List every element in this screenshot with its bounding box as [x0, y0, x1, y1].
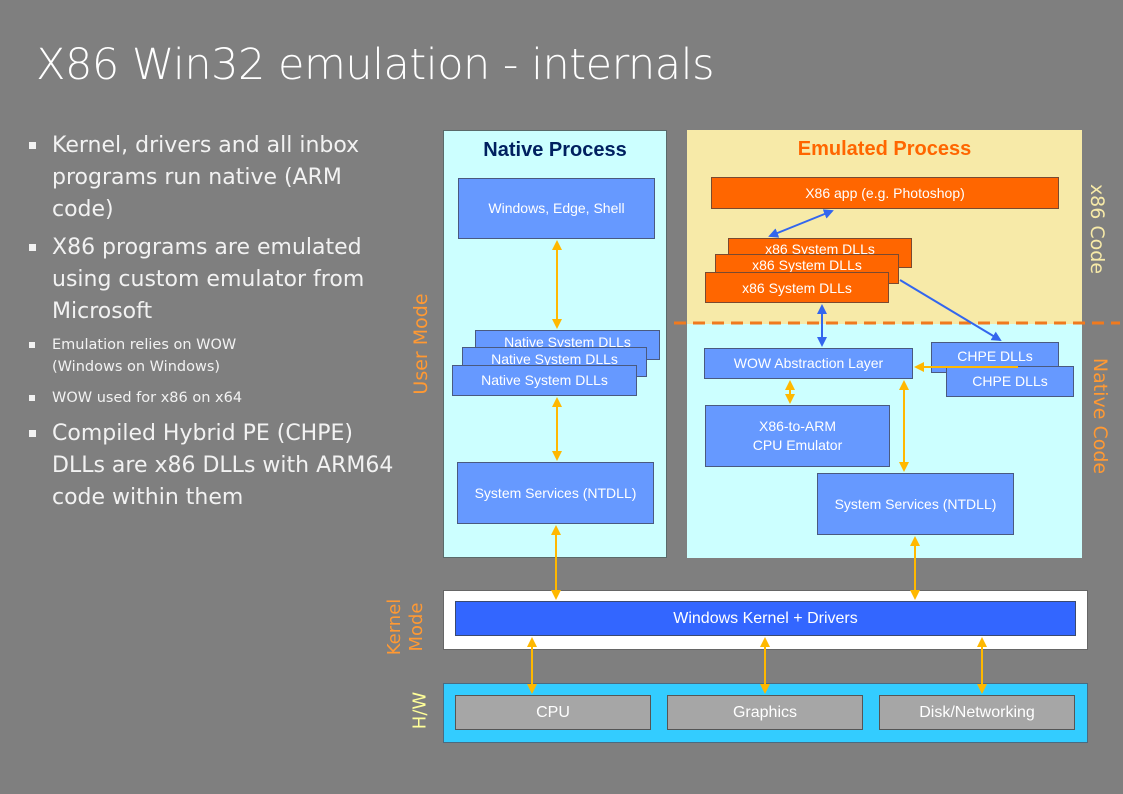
bullet-item: Kernel, drivers and all inbox programs r…	[24, 130, 394, 226]
wow-abstraction-layer-box: WOW Abstraction Layer	[704, 348, 913, 379]
slide-title: X86 Win32 emulation - internals	[36, 40, 715, 90]
hardware-label: H/W	[409, 691, 431, 730]
native-system-services-box: System Services (NTDLL)	[457, 462, 654, 524]
native-code-label: Native Code	[1089, 357, 1111, 475]
kernel-drivers-bar: Windows Kernel + Drivers	[455, 601, 1076, 636]
native-system-dlls-box: Native System DLLs	[452, 365, 637, 396]
x86-system-dlls-box: x86 System DLLs	[705, 272, 889, 303]
chpe-dlls-box: CHPE DLLs	[946, 366, 1074, 397]
bullet-square-icon	[29, 142, 36, 149]
emulated-system-services-box: System Services (NTDLL)	[817, 473, 1014, 535]
emulated-process-title: Emulated Process	[797, 138, 972, 160]
bullet-item: Emulation relies on WOW (Windows on Wind…	[24, 334, 394, 378]
bullet-item: Compiled Hybrid PE (CHPE) DLLs are x86 D…	[24, 418, 394, 514]
x86-code-label: x86 Code	[1086, 183, 1108, 275]
bullet-item: WOW used for x86 on x64	[24, 387, 394, 409]
user-mode-label: User Mode	[410, 293, 432, 395]
bullet-square-icon	[29, 395, 35, 401]
hw-graphics-box: Graphics	[667, 695, 863, 730]
bullet-item: X86 programs are emulated using custom e…	[24, 232, 394, 328]
bullet-square-icon	[29, 244, 36, 251]
bullet-square-icon	[29, 430, 36, 437]
hw-cpu-box: CPU	[455, 695, 651, 730]
bullet-list: Kernel, drivers and all inbox programs r…	[24, 130, 394, 520]
hw-disk-networking-box: Disk/Networking	[879, 695, 1075, 730]
native-apps-box: Windows, Edge, Shell	[458, 178, 655, 239]
x86-app-box: X86 app (e.g. Photoshop)	[711, 177, 1059, 209]
native-process-title: Native Process	[483, 139, 627, 161]
bullet-square-icon	[29, 342, 35, 348]
